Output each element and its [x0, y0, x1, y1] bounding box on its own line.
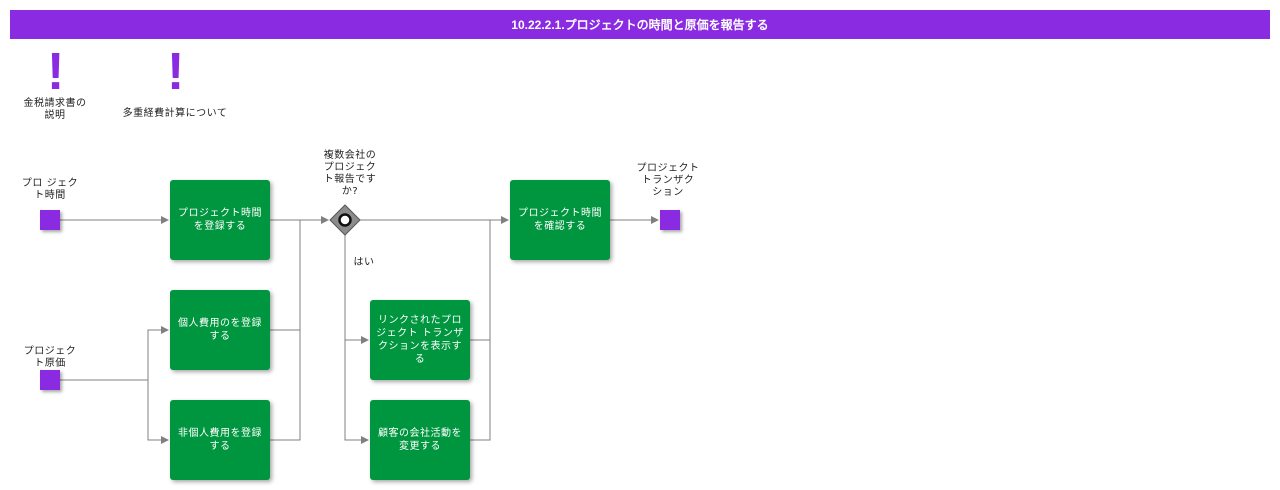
- event-label: プロ ジェク ト時間: [21, 178, 79, 201]
- task-register-time[interactable]: プロジェクト時間 を登録する: [170, 180, 270, 260]
- task-label: リンクされたプロ ジェクト トランザ クションを表示す る: [376, 315, 464, 365]
- task-label: プロジェクト時間 を登録する: [178, 208, 262, 232]
- task-label: プロジェクト時間 を確認する: [518, 208, 602, 232]
- note-exclamation-icon[interactable]: !: [47, 43, 65, 101]
- flow-cost-to-personal: [147, 326, 169, 380]
- flow-cost-to-nonpersonal: [147, 380, 169, 444]
- task-label: 非個人費用を登録 する: [178, 428, 262, 452]
- event-label: プロジェクト トランザク ション: [636, 163, 700, 198]
- flow-personal-to-gateway: [270, 220, 301, 331]
- task-register-nonpersonal-expense[interactable]: 非個人費用を登録 する: [170, 400, 270, 480]
- task-label: 顧客の会社活動を 変更する: [378, 428, 462, 452]
- flow-nonpersonal-to-gateway: [270, 220, 301, 441]
- flow-customer-to-merge: [470, 220, 491, 441]
- end-event-project-transaction[interactable]: [660, 210, 680, 230]
- note-label[interactable]: 金税請求書の 説明: [23, 98, 87, 121]
- flow-linked-to-merge: [470, 220, 491, 341]
- task-register-personal-expense[interactable]: 個人費用のを登録 する: [170, 290, 270, 370]
- event-label: プロジェク ト原価: [23, 346, 77, 369]
- start-event-project-time[interactable]: [40, 210, 60, 230]
- page-title: 10.22.2.1.プロジェクトの時間と原価を報告する: [10, 10, 1270, 39]
- flow-gateway-yes-to-linked: [344, 235, 369, 344]
- flow-gateway-yes-to-customer: [344, 235, 369, 444]
- task-confirm-time[interactable]: プロジェクト時間 を確認する: [510, 180, 610, 260]
- start-event-project-cost[interactable]: [40, 370, 60, 390]
- gateway-yes-label: はい: [353, 257, 375, 268]
- note-exclamation-icon[interactable]: !: [167, 43, 185, 101]
- exclusive-gateway: [329, 204, 361, 236]
- task-label: 個人費用のを登録 する: [178, 318, 262, 342]
- note-label[interactable]: 多重経費計算について: [122, 108, 228, 119]
- gateway-question-label: 複数会社の プロジェク ト報告です か?: [323, 150, 377, 197]
- task-change-customer-activity[interactable]: 顧客の会社活動を 変更する: [370, 400, 470, 480]
- task-show-linked-transactions[interactable]: リンクされたプロ ジェクト トランザ クションを表示す る: [370, 300, 470, 380]
